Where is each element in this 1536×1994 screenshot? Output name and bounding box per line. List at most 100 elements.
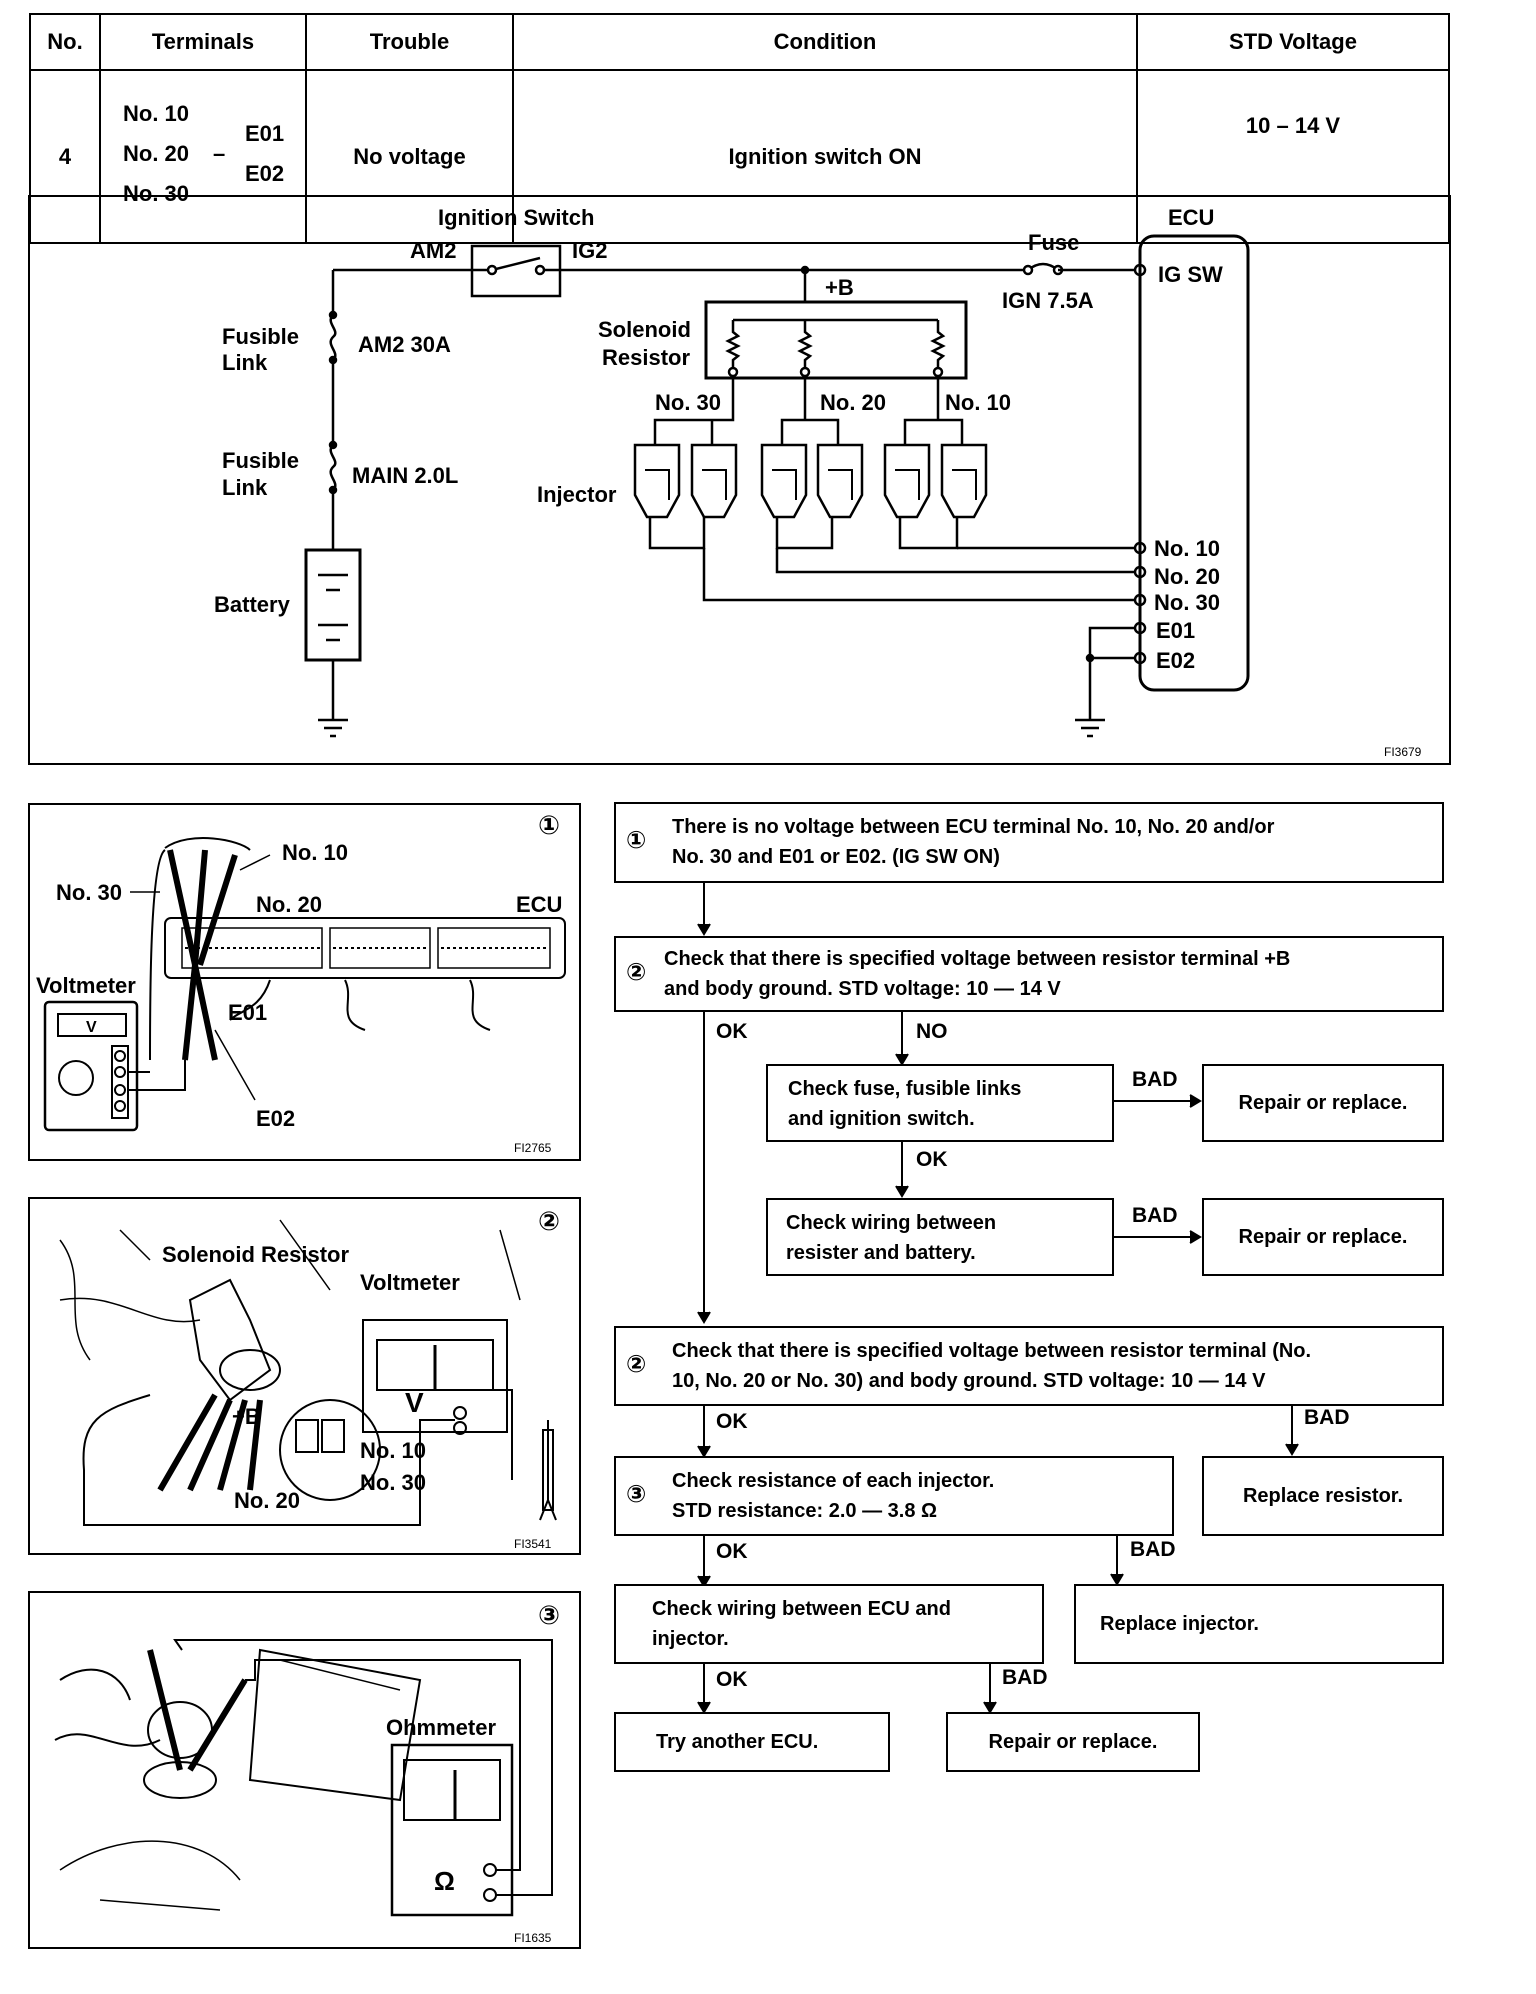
illus2-circle-number: ② (538, 1206, 560, 1236)
fusible-link-symbol (329, 314, 337, 361)
label-ecu-no30: No. 30 (1154, 590, 1220, 615)
wire (780, 376, 840, 445)
illus2-meter-v: V (405, 1387, 424, 1418)
cell-no: 4 (29, 69, 101, 244)
wire (653, 376, 735, 445)
solenoid-resistor-symbol (704, 300, 968, 380)
troubleshooting-table: No. Terminals Trouble Condition STD Volt… (29, 13, 1450, 244)
flow-line: STD resistance: 2.0 — 3.8 Ω (672, 1500, 938, 1522)
flow-step-3-text: Check that there is specified voltage be… (672, 1336, 1311, 1396)
flow-label-bad: BAD (1002, 1666, 1048, 1689)
fig-code: FI3679 (1384, 745, 1422, 759)
flow-result-repair-3: Repair or replace. (946, 1712, 1200, 1772)
wire (648, 517, 706, 550)
label-ecu-no20: No. 20 (1154, 564, 1220, 589)
battery-cells (318, 573, 348, 642)
terminal-no20: No. 20 (123, 140, 190, 166)
resistor-element (797, 320, 813, 372)
flow-label-bad: BAD (1130, 1538, 1176, 1561)
flow-step-wiring-battery: Check wiring between resister and batter… (766, 1198, 1114, 1276)
flow-result-replace-resistor: Replace resistor. (1202, 1456, 1444, 1536)
flow-line: Check resistance of each injector. (672, 1470, 995, 1492)
flow-step-fuse: Check fuse, fusible links and ignition s… (766, 1064, 1114, 1142)
label-ignition-switch: Ignition Switch (438, 205, 594, 230)
flow-line: Check that there is specified voltage be… (664, 948, 1291, 970)
label-link-2: Link (222, 475, 268, 500)
illus2-label-no10: No. 10 (360, 1438, 426, 1463)
illus1-fig-code: FI2765 (514, 1141, 552, 1155)
illus3-drawing (54, 1639, 553, 1917)
label-resistor: Resistor (602, 345, 690, 370)
cell-condition: Ignition switch ON (512, 69, 1138, 244)
label-injector: Injector (537, 482, 617, 507)
illus3-frame (28, 1591, 581, 1949)
flow-label-ok: OK (716, 1020, 748, 1043)
flow-line: There is no voltage between ECU terminal… (672, 816, 1275, 838)
flow-label-bad: BAD (1304, 1406, 1350, 1429)
illus1-label-e01: E01 (228, 1000, 267, 1025)
flow-line: and body ground. STD voltage: 10 — 14 V (664, 978, 1061, 1000)
terminal-no30: No. 30 (123, 180, 190, 206)
flow-step-3: ② Check that there is specified voltage … (614, 1326, 1444, 1406)
col-trouble: Trouble (305, 13, 514, 71)
flow-line: Check fuse, fusible links (788, 1078, 1022, 1100)
flow-result-repair-2: Repair or replace. (1202, 1198, 1444, 1276)
label-fusible-2: Fusible (222, 448, 299, 473)
label-no30: No. 30 (655, 390, 721, 415)
flow-label-bad: BAD (1132, 1068, 1178, 1091)
label-no20: No. 20 (820, 390, 886, 415)
flow-step-2-number: ② (626, 959, 647, 986)
flow-line: injector. (652, 1628, 729, 1650)
label-am2-30a: AM2 30A (358, 332, 451, 357)
illus2-drawing (59, 1219, 557, 1526)
ground-symbol (1075, 718, 1105, 738)
label-ig2: IG2 (572, 238, 607, 263)
wire (775, 517, 834, 550)
flow-step-4: ③ Check resistance of each injector. STD… (614, 1456, 1174, 1536)
flow-connectors (697, 883, 1299, 1714)
col-condition: Condition (512, 13, 1138, 71)
label-link: Link (222, 350, 268, 375)
injectors (633, 443, 988, 519)
wire (775, 548, 1136, 574)
flow-line: Check that there is specified voltage be… (672, 1340, 1312, 1362)
illus2-label-solenoid-resistor: Solenoid Resistor (162, 1242, 349, 1267)
label-fuse: Fuse (1028, 230, 1079, 255)
circuit-diagram (304, 234, 1250, 738)
label-b-plus: +B (825, 275, 854, 300)
illus1-drawing (43, 837, 566, 1132)
illus2-frame (28, 1197, 581, 1555)
flow-result-repair-1: Repair or replace. (1202, 1064, 1444, 1142)
terminal-dash: – (213, 140, 226, 166)
battery-symbol (304, 548, 362, 662)
wire (903, 376, 964, 445)
illus1-label-no10: No. 10 (282, 840, 348, 865)
flow-step-wiring-ecu: Check wiring between ECU and injector. (614, 1584, 1044, 1664)
illus3-fig-code: FI1635 (514, 1931, 552, 1945)
illus2-fig-code: FI3541 (514, 1537, 552, 1551)
flow-result-replace-injector: Replace injector. (1074, 1584, 1444, 1664)
circuit-frame (28, 195, 1451, 765)
label-ecu-no10: No. 10 (1154, 536, 1220, 561)
flow-result-try-ecu: Try another ECU. (614, 1712, 890, 1772)
flow-step-3-number: ② (626, 1351, 647, 1378)
cell-terminals: No. 10 No. 20 No. 30 – E01 E02 (99, 69, 307, 244)
illus3-label-ohmmeter: Ohmmeter (386, 1715, 496, 1740)
flow-line: No. 30 and E01 or E02. (IG SW ON) (672, 846, 1000, 868)
illus3-circle-number: ③ (538, 1600, 560, 1630)
label-no10: No. 10 (945, 390, 1011, 415)
flow-step-fuse-text: Check fuse, fusible links and ignition s… (788, 1074, 1021, 1134)
flow-line: Check wiring between ECU and (652, 1598, 951, 1620)
label-battery: Battery (214, 592, 291, 617)
illus1-label-no20: No. 20 (256, 892, 322, 917)
flow-step-1-number: ① (626, 827, 647, 854)
label-ecu: ECU (1168, 205, 1214, 230)
resistor-element (725, 320, 741, 372)
flow-step-wiring-battery-text: Check wiring between resister and batter… (786, 1208, 996, 1268)
cell-trouble: No voltage (305, 69, 514, 244)
label-solenoid: Solenoid (598, 317, 691, 342)
illus1-meter-v: V (86, 1019, 97, 1036)
ecu-box (1138, 234, 1250, 692)
flow-line: Check wiring between (786, 1212, 997, 1234)
